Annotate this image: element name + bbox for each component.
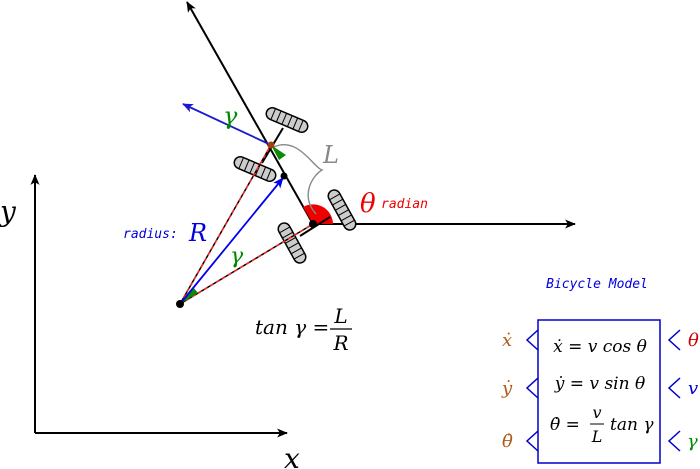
rear-wheel-left [277, 222, 307, 264]
body-point [280, 172, 288, 180]
input-v-label: v [688, 378, 698, 399]
model-equation-thetadot-rhs: tan γ [610, 415, 654, 435]
heading-unit: radian [381, 197, 428, 212]
model-equation-ydot: ẏ = v sin θ [554, 374, 645, 394]
radius-line-to-front-dashed [179, 144, 272, 305]
steer-symbol-center: γ [230, 244, 244, 269]
radius-symbol: R [188, 219, 207, 247]
model-equation-thetadot-den: L [591, 427, 603, 446]
model-equation-xdot: ẋ = v cos θ [553, 337, 647, 357]
length-symbol: L [322, 141, 339, 169]
radius-arrow [179, 177, 284, 305]
length-bracket [273, 144, 324, 215]
y-axis-label: y [0, 195, 17, 228]
steer-formula-lhs: tan γ = [255, 315, 329, 339]
steer-formula: tan γ = L R [255, 304, 352, 355]
input-port-theta [667, 329, 681, 351]
steer-symbol-front: γ [223, 102, 238, 130]
output-port-xdot [525, 329, 539, 351]
radius-prefix: radius: [123, 227, 178, 242]
model-equation-thetadot-num: v [592, 403, 601, 422]
steer-formula-denominator: R [332, 331, 348, 355]
steer-formula-numerator: L [333, 304, 347, 328]
output-port-thetadot [525, 430, 539, 452]
front-axle-point [267, 141, 275, 149]
heading-angle-wedge [303, 204, 333, 224]
body-axis-arrow [186, 1, 314, 225]
steer-angle-wedge-front [271, 145, 286, 160]
output-ydot-label: ẏ [501, 378, 513, 399]
icr-point [176, 300, 184, 308]
front-wheel-right [265, 106, 309, 134]
world-axes: y x [0, 174, 300, 469]
bicycle-model-block: Bicycle Model θ v γ ẋ ẏ θ̇ ẋ = v cos θ ẏ… [501, 277, 699, 464]
rear-axle-point [309, 220, 317, 228]
model-title: Bicycle Model [546, 277, 648, 292]
output-xdot-label: ẋ [502, 330, 512, 351]
input-gamma-label: γ [687, 431, 698, 452]
output-port-ydot [525, 377, 539, 399]
radius-line-to-rear-dashed [179, 223, 314, 305]
front-direction-arrow [182, 103, 272, 146]
heading-symbol: θ [360, 189, 376, 219]
input-port-v [667, 377, 681, 399]
rear-wheel-right [327, 189, 357, 231]
x-axis-label: x [284, 442, 300, 469]
output-thetadot-label: θ̇ [502, 431, 513, 452]
input-port-gamma [667, 430, 681, 452]
front-wheel-left [233, 155, 277, 183]
input-theta-label: θ [688, 330, 699, 351]
model-box [537, 319, 661, 464]
model-equation-thetadot-lhs: θ̇ = [550, 415, 580, 435]
